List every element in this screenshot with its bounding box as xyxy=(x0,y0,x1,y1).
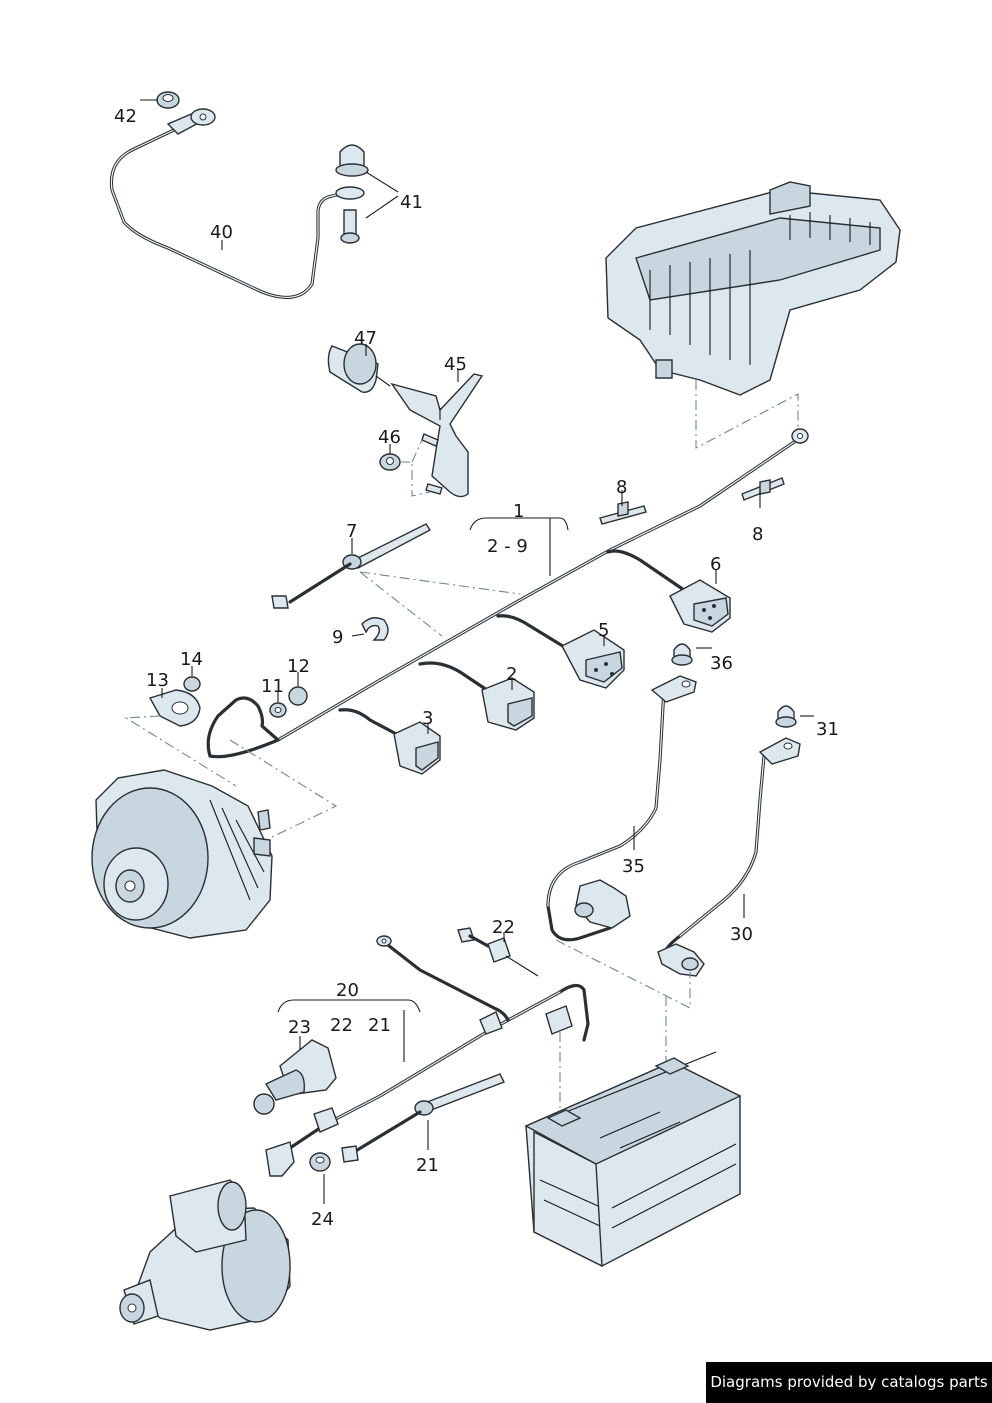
cable-tie-22 xyxy=(457,927,539,977)
alternator xyxy=(91,769,273,939)
label-6: 6 xyxy=(710,554,721,575)
cable-35 xyxy=(546,675,697,942)
cable-30 xyxy=(657,737,801,977)
label-20: 20 xyxy=(336,980,359,1001)
label-9: 9 xyxy=(332,627,343,648)
label-41: 41 xyxy=(400,192,423,213)
label-21-b: 21 xyxy=(416,1155,439,1176)
label-31: 31 xyxy=(816,719,839,740)
label-8-a: 8 xyxy=(616,477,627,498)
credit-banner: Diagrams provided by catalogs parts xyxy=(706,1362,992,1403)
connector-3 xyxy=(393,721,441,775)
fuse-box xyxy=(605,181,901,396)
bracket-group-1 xyxy=(469,517,569,531)
label-5: 5 xyxy=(598,620,609,641)
nut-14 xyxy=(183,676,201,692)
nut-stud-46 xyxy=(379,433,443,495)
bracket-group-20 xyxy=(277,999,421,1013)
holder-23 xyxy=(264,1039,337,1101)
nut-31 xyxy=(775,705,797,728)
leader-lines xyxy=(140,99,814,1204)
part-labels: 42 41 40 47 45 46 8 8 1 2 - 9 7 6 9 5 36… xyxy=(114,106,839,1230)
clip-9 xyxy=(361,617,389,641)
label-12: 12 xyxy=(287,656,310,677)
label-35: 35 xyxy=(622,856,645,877)
label-47: 47 xyxy=(354,328,377,349)
clip-8-a xyxy=(599,501,647,525)
label-3: 3 xyxy=(422,708,433,729)
label-8-b: 8 xyxy=(752,524,763,545)
cap-bolt-41 xyxy=(335,144,369,244)
main-harness-1 xyxy=(206,428,809,759)
nut-24 xyxy=(309,1152,331,1172)
label-45: 45 xyxy=(444,354,467,375)
connector-6 xyxy=(669,579,731,633)
label-11: 11 xyxy=(261,676,284,697)
grommet-11 xyxy=(269,702,287,718)
clamp-13 xyxy=(148,689,201,727)
label-40: 40 xyxy=(210,222,233,243)
label-2-9: 2 - 9 xyxy=(487,536,528,557)
label-24: 24 xyxy=(311,1209,334,1230)
ground-cable-40 xyxy=(109,108,352,300)
nut-36 xyxy=(671,643,693,666)
label-1: 1 xyxy=(513,501,524,522)
label-22-a: 22 xyxy=(492,917,515,938)
label-14: 14 xyxy=(180,649,203,670)
label-13: 13 xyxy=(146,670,169,691)
label-2: 2 xyxy=(506,664,517,685)
grommet-12 xyxy=(288,686,308,706)
holder-47 xyxy=(327,343,379,393)
label-30: 30 xyxy=(730,924,753,945)
connector-2 xyxy=(481,677,535,731)
label-36: 36 xyxy=(710,653,733,674)
bracket-45 xyxy=(390,373,484,498)
connector-5 xyxy=(561,629,625,689)
starter-harness-20 xyxy=(253,935,590,1177)
label-21-a: 21 xyxy=(368,1015,391,1036)
label-22-b: 22 xyxy=(330,1015,353,1036)
label-7: 7 xyxy=(346,521,357,542)
starter-motor xyxy=(119,1179,291,1331)
nut-42 xyxy=(156,91,180,109)
label-23: 23 xyxy=(288,1017,311,1038)
clip-8-b xyxy=(741,477,785,501)
cable-tie-7 xyxy=(271,523,432,609)
label-46: 46 xyxy=(378,427,401,448)
cable-tie-21 xyxy=(341,1073,505,1163)
label-42: 42 xyxy=(114,106,137,127)
battery xyxy=(524,1051,742,1268)
